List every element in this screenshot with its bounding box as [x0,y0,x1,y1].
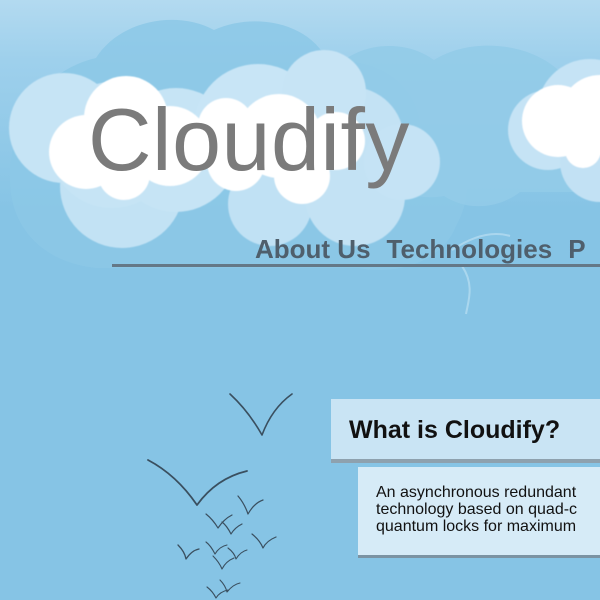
description-line: An asynchronous redundant [376,484,577,501]
cloud-cluster-left-highlights [49,76,365,204]
section-title: What is Cloudify? [349,416,561,444]
main-nav: About Us Technologies P [255,234,586,265]
site-title: Cloudify [88,90,410,189]
cloud-wisp [451,232,511,315]
nav-technologies[interactable]: Technologies [386,234,553,264]
description-line: technology based on quad-c [376,501,578,518]
description-panel: An asynchronous redundant technology bas… [358,467,600,555]
nav-third-item[interactable]: P [568,234,586,264]
flying-birds-icon [147,393,293,599]
section-heading-panel: What is Cloudify? [331,399,600,463]
nav-about-us[interactable]: About Us [255,234,371,264]
cloud-cluster-right [508,59,600,202]
description-line: quantum locks for maximum [376,518,577,535]
description-text: An asynchronous redundant technology bas… [376,484,600,535]
nav-divider [112,264,600,267]
